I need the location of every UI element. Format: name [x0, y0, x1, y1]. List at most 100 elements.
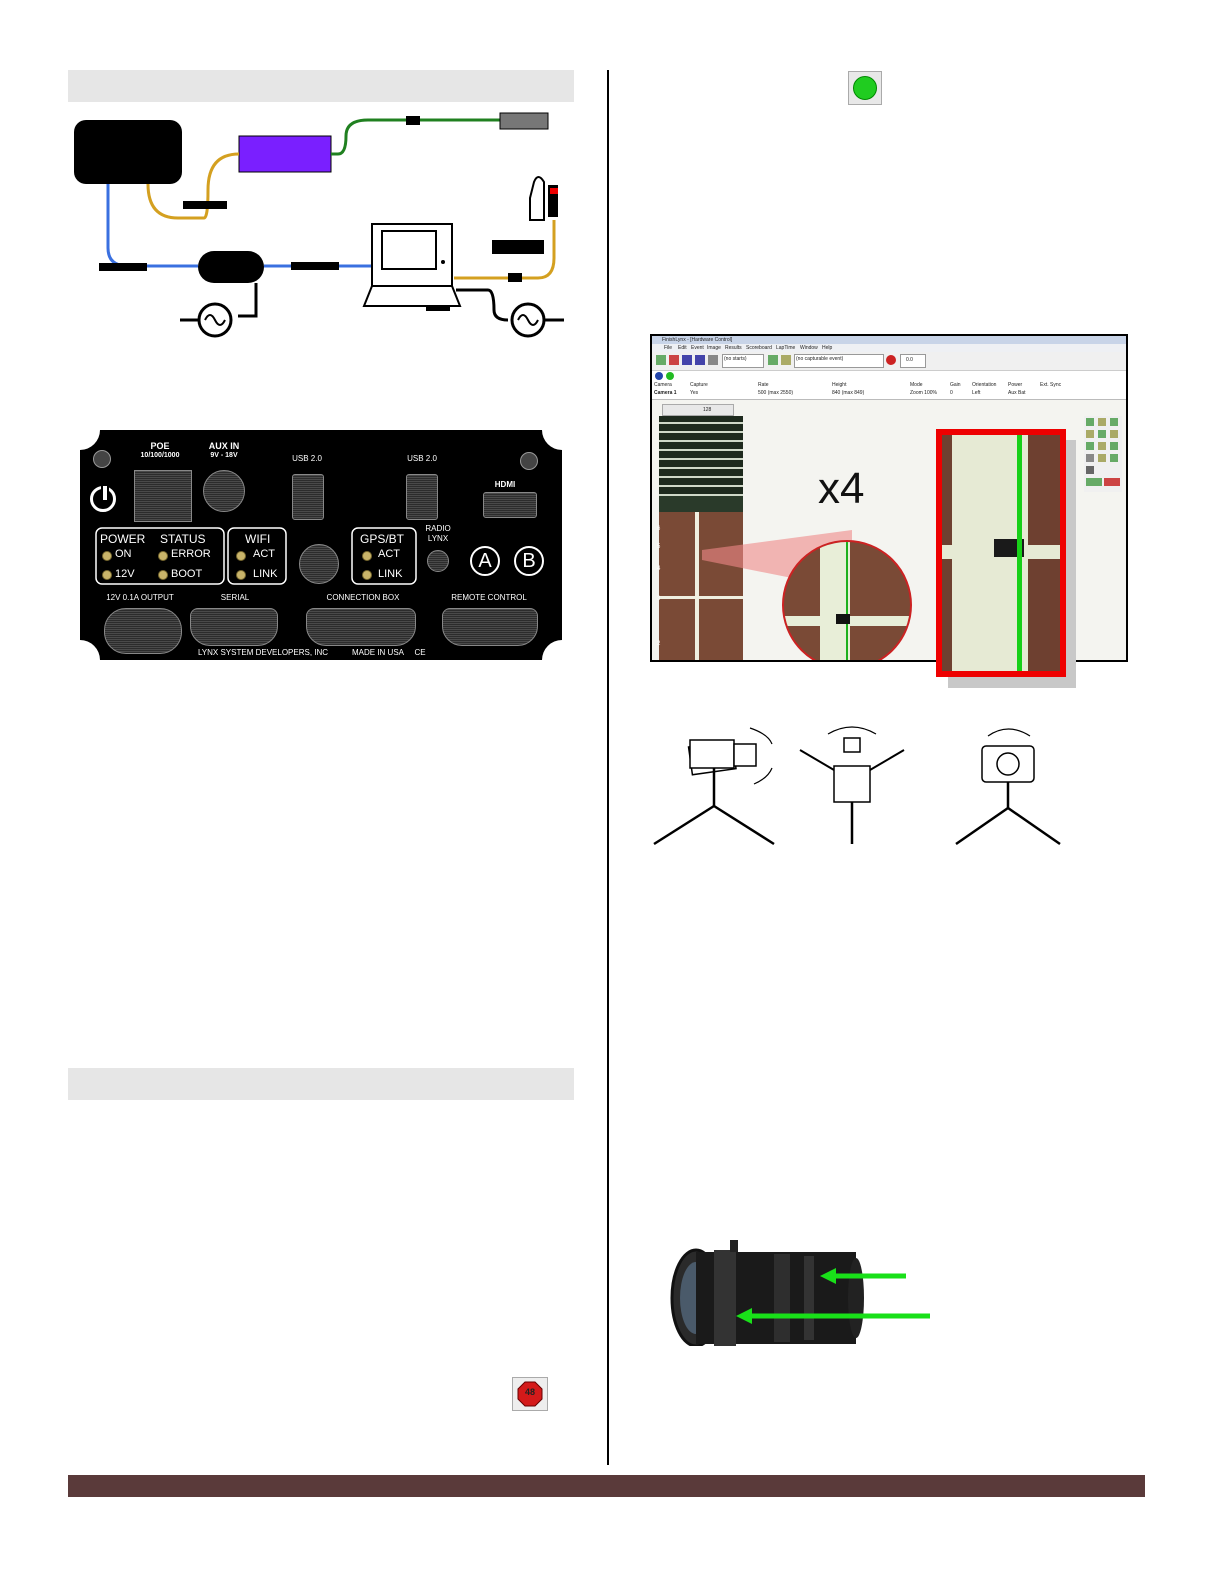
- menu-window[interactable]: Window: [800, 345, 818, 351]
- side-tool-palette: [1084, 416, 1122, 492]
- camera-ready-button[interactable]: [848, 71, 882, 105]
- lane-4: 4: [657, 566, 661, 572]
- tool-icon[interactable]: [1086, 430, 1094, 438]
- col-capture: Capture: [690, 382, 708, 388]
- window-titlebar: FinishLynx - [Hardware Control]: [652, 336, 1126, 344]
- ce-mark: CE: [414, 648, 426, 657]
- window-title: FinishLynx - [Hardware Control]: [662, 337, 733, 343]
- col-camera: Camera: [654, 382, 672, 388]
- gps-link-led: [362, 570, 372, 580]
- camera-pan-view: [955, 728, 1061, 846]
- stop-button[interactable]: 48: [512, 1377, 548, 1411]
- remote-control-port[interactable]: [442, 608, 538, 646]
- wifi-label: WIFI: [245, 532, 271, 546]
- tool-icon[interactable]: [1110, 430, 1118, 438]
- menu-results[interactable]: Results: [725, 345, 742, 351]
- menu-edit[interactable]: Edit: [678, 345, 687, 351]
- green-status-icon: [853, 76, 877, 100]
- menu-laptime[interactable]: LapTime: [776, 345, 796, 351]
- toolbar-icon[interactable]: [781, 355, 791, 365]
- button-b[interactable]: B: [514, 546, 544, 576]
- section-header-bar: [68, 70, 574, 102]
- cell-rate: 500 (max 2550): [758, 390, 794, 396]
- toolbar-icon[interactable]: [708, 355, 718, 365]
- error-label: ERROR: [171, 548, 211, 560]
- green-status-small-icon[interactable]: [666, 372, 674, 380]
- time-field[interactable]: 0.0: [900, 354, 926, 368]
- start-dropdown[interactable]: (no starts): [722, 354, 764, 368]
- cell-camera: Camera 1: [654, 390, 677, 396]
- tool-icon[interactable]: [1086, 454, 1094, 462]
- gps-act-led: [362, 551, 372, 561]
- tool-icon[interactable]: [1086, 466, 1094, 474]
- connection-box-port[interactable]: [306, 608, 416, 646]
- wifi-link-led: [236, 570, 246, 580]
- hdmi-label: HDMI: [494, 480, 516, 489]
- info-icon[interactable]: [655, 372, 663, 380]
- 12v-led: [102, 570, 112, 580]
- tool-icon[interactable]: [1110, 418, 1118, 426]
- col-power: Power: [1008, 382, 1023, 388]
- enlarged-zoom-panel: [936, 429, 1066, 677]
- tool-icon[interactable]: [1086, 478, 1102, 486]
- wifi-link-label: LINK: [253, 568, 278, 580]
- power-label: POWER: [100, 532, 146, 546]
- aux-in-sub-label: 9V - 18V: [210, 452, 238, 459]
- toolbar-icon[interactable]: [656, 355, 666, 365]
- tool-icon[interactable]: [1086, 442, 1094, 450]
- tool-icon[interactable]: [1098, 418, 1106, 426]
- tool-icon[interactable]: [1110, 442, 1118, 450]
- menu-image[interactable]: Image: [707, 345, 721, 351]
- toolbar-icon[interactable]: [768, 355, 778, 365]
- track-image-thumbnail: 6 5 4 3 2: [657, 416, 743, 660]
- tool-icon[interactable]: [1098, 430, 1106, 438]
- tool-icon[interactable]: [1110, 454, 1118, 462]
- stop-small-icon[interactable]: [886, 355, 896, 365]
- lane-3: 3: [657, 596, 661, 602]
- on-label: ON: [115, 548, 132, 560]
- start-dropdown-value: (no starts): [724, 356, 747, 362]
- power-button-icon[interactable]: [90, 484, 116, 512]
- maker-label: LYNX SYSTEM DEVELOPERS, INC: [197, 648, 329, 657]
- poe-port[interactable]: [134, 470, 192, 522]
- toolbar-icon[interactable]: [669, 355, 679, 365]
- antenna-port[interactable]: [299, 544, 339, 584]
- menu-file[interactable]: File: [664, 345, 673, 351]
- toolbar: (no starts) (no capturable event) 0.0: [652, 352, 1126, 371]
- tool-icon[interactable]: [1098, 442, 1106, 450]
- col-height: Height: [832, 382, 847, 388]
- gps-link-label: LINK: [378, 568, 403, 580]
- tool-icon[interactable]: [1086, 418, 1094, 426]
- serial-port[interactable]: [190, 608, 278, 646]
- tool-icon[interactable]: [1098, 454, 1106, 462]
- menu-help[interactable]: Help: [822, 345, 833, 351]
- 12v-output-port[interactable]: [104, 608, 182, 654]
- toolbar-icon[interactable]: [695, 355, 705, 365]
- radio-lynx-port[interactable]: [427, 550, 449, 572]
- menu-scoreboard[interactable]: Scoreboard: [746, 345, 772, 351]
- usb-port-2[interactable]: [406, 474, 438, 520]
- usb-port-1[interactable]: [292, 474, 324, 520]
- tool-icon[interactable]: [1104, 478, 1120, 486]
- view-tab[interactable]: 128: [662, 404, 734, 416]
- status-label: STATUS: [160, 532, 206, 546]
- lane-2: 2: [657, 641, 661, 647]
- remote-control-label: REMOTE CONTROL: [451, 593, 527, 602]
- radio-label: RADIO: [425, 524, 451, 533]
- event-dropdown[interactable]: (no capturable event): [794, 354, 884, 368]
- hdmi-port[interactable]: [483, 492, 537, 518]
- connection-box-label: CONNECTION BOX: [326, 593, 400, 602]
- col-gain: Gain: [950, 382, 961, 388]
- camera-tilt-view: [653, 727, 775, 846]
- serial-label: SERIAL: [220, 593, 250, 602]
- menu-event[interactable]: Event: [691, 345, 704, 351]
- cell-gain: 0: [950, 390, 953, 396]
- toolbar-icon[interactable]: [682, 355, 692, 365]
- aux-in-port[interactable]: [203, 470, 245, 512]
- wifi-act-led: [236, 551, 246, 561]
- col-ext-sync: Ext. Sync: [1040, 382, 1062, 388]
- connection-diagram: [74, 112, 564, 338]
- button-a[interactable]: A: [470, 546, 500, 576]
- boot-led: [158, 570, 168, 580]
- menu-bar: File Edit Event Image Results Scoreboard…: [652, 344, 1126, 352]
